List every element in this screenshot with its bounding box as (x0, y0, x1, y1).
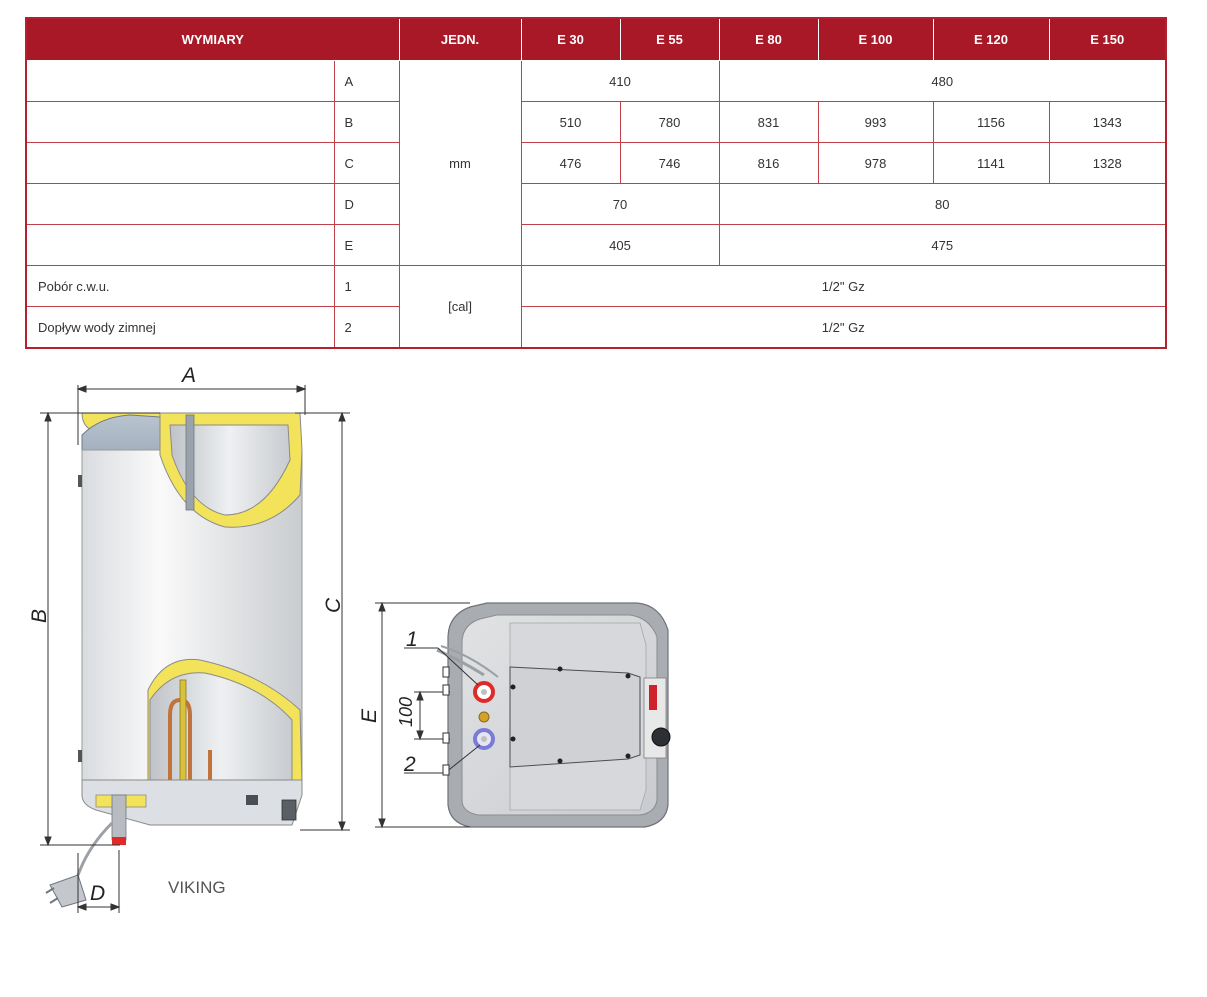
thermostat-rod (179, 679, 187, 796)
dim-label-e: E (358, 708, 381, 723)
value-cell: 405 (520, 224, 720, 266)
dim-label-b: B (28, 609, 51, 623)
dim-label-c: C (322, 597, 345, 613)
flange-plate (509, 666, 641, 768)
value-cell: 480 (718, 60, 1167, 102)
value-cell: 475 (718, 224, 1167, 266)
row-symbol: 1 (333, 265, 400, 307)
table-row: C 476 746 816 978 1141 1328 (25, 142, 1167, 184)
table-row: D 70 80 (25, 183, 1167, 225)
row-symbol: A (333, 60, 400, 102)
row-label: Dopływ wody zimnej (25, 306, 335, 349)
dimension-lines-bottom (375, 601, 481, 829)
heater-bottom-view (436, 602, 671, 828)
row-symbol: D (333, 183, 400, 225)
header-e100: E 100 (817, 17, 934, 61)
dimension-lines (40, 385, 350, 913)
pipe-label-2: 2 (403, 753, 416, 776)
row-symbol: B (333, 101, 400, 143)
value-cell: 510 (520, 101, 621, 143)
row-label (25, 183, 335, 225)
header-e80: E 80 (718, 17, 819, 61)
header-e30: E 30 (520, 17, 621, 61)
header-jedn: JEDN. (398, 17, 522, 61)
row-symbol: 2 (333, 306, 400, 349)
table-row: A mm 410 480 (25, 60, 1167, 266)
plug-icon (49, 874, 87, 908)
row-symbol: E (333, 224, 400, 266)
dim-label-a: A (180, 364, 196, 387)
row-label (25, 101, 335, 143)
dimensions-table: WYMIARY JEDN. E 30 E 55 E 80 E 100 E 120… (25, 17, 1168, 349)
header-e55: E 55 (619, 17, 720, 61)
value-cell: 1156 (932, 101, 1050, 143)
header-e150: E 150 (1048, 17, 1167, 61)
value-cell: 746 (619, 142, 720, 184)
row-label: Pobór c.w.u. (25, 265, 335, 307)
table-row: B 510 780 831 993 1156 1343 (25, 101, 1167, 143)
value-cell: 476 (520, 142, 621, 184)
value-cell: 1328 (1048, 142, 1167, 184)
control-knob (281, 799, 297, 821)
value-cell: 993 (817, 101, 934, 143)
thermostat-knob-icon (651, 727, 671, 747)
unit-mm: mm (398, 60, 522, 266)
row-label (25, 60, 335, 102)
value-cell: 80 (718, 183, 1167, 225)
row-symbol: C (333, 142, 400, 184)
model-label: VIKING (168, 878, 226, 897)
row-label (25, 224, 335, 266)
value-cell: 780 (619, 101, 720, 143)
technical-drawing: A B C D VIKING (28, 364, 671, 913)
table-row: E 405 475 (25, 224, 1167, 266)
value-cell: 1/2" Gz (520, 265, 1167, 307)
table-row: Pobór c.w.u. 1 [cal] 1/2" Gz (25, 265, 1167, 349)
table-header-row: WYMIARY JEDN. E 30 E 55 E 80 E 100 E 120… (25, 17, 1167, 61)
value-cell: 1343 (1048, 101, 1167, 143)
header-wymiary: WYMIARY (25, 17, 400, 61)
unit-cal: [cal] (398, 265, 522, 349)
value-cell: 816 (718, 142, 819, 184)
value-cell: 1141 (932, 142, 1050, 184)
pipe-label-1: 1 (406, 628, 418, 651)
row-label (25, 142, 335, 184)
table-row: Dopływ wody zimnej 2 1/2" Gz (25, 306, 1167, 349)
value-cell: 1/2" Gz (520, 306, 1167, 349)
value-cell: 831 (718, 101, 819, 143)
value-cell: 978 (817, 142, 934, 184)
header-e120: E 120 (932, 17, 1050, 61)
indicator-dot (478, 711, 490, 723)
dim-label-100: 100 (396, 697, 416, 727)
value-cell: 70 (520, 183, 720, 225)
anode-rod (185, 414, 195, 511)
water-pipe (111, 794, 127, 841)
dim-label-d: D (90, 882, 105, 905)
value-cell: 410 (520, 60, 720, 102)
heater-side-view (45, 412, 303, 908)
